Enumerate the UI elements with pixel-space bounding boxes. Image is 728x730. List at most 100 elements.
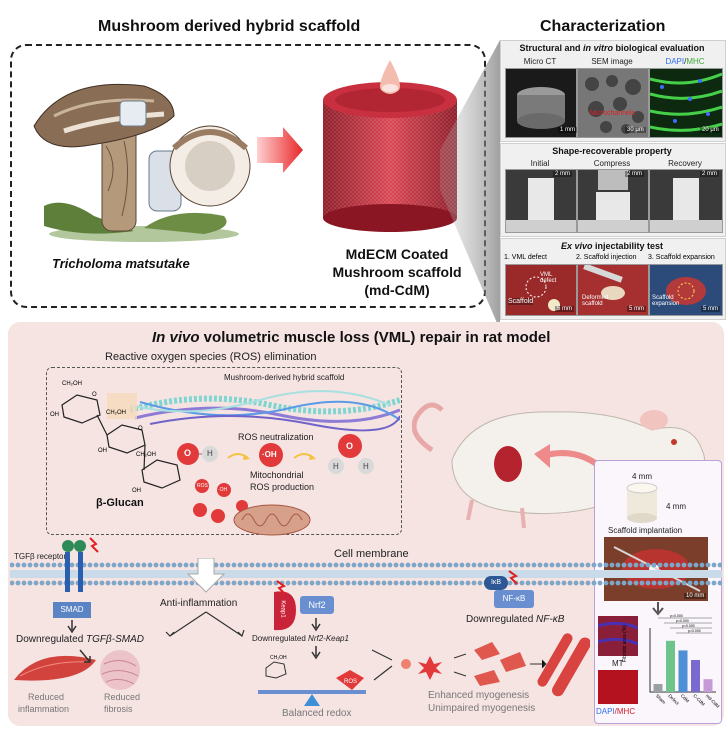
membrane-bead (489, 562, 495, 568)
chart-tick-label: Defect (667, 693, 680, 706)
membrane-bead (219, 580, 225, 586)
membrane-bead (87, 562, 93, 568)
membrane-bead (267, 562, 273, 568)
membrane-bead (327, 562, 333, 568)
membrane-bead (381, 580, 387, 586)
chart-pvalue: p=0.000 (676, 619, 689, 623)
membrane-bead (10, 580, 15, 586)
membrane-bead (399, 562, 405, 568)
membrane-bead (291, 562, 297, 568)
membrane-bead (711, 562, 717, 568)
membrane-bead (117, 580, 123, 586)
membrane-bead (651, 562, 657, 568)
membrane-bead (153, 562, 159, 568)
chart-pvalue: p=0.000 (688, 629, 701, 633)
membrane-bead (363, 562, 369, 568)
oh-molecule (177, 443, 218, 465)
membrane-bead (615, 580, 621, 586)
oh-radical-label: ·OH (262, 450, 277, 459)
membrane-bead (555, 562, 561, 568)
membrane-bead (225, 580, 231, 586)
label-scaffold-expansion: Scaffold expansion (652, 295, 680, 307)
membrane-bead (603, 580, 609, 586)
caption-recovery: Recovery (668, 159, 702, 168)
membrane-bead (27, 562, 33, 568)
membrane-bead (117, 562, 123, 568)
membrane-bead (699, 580, 705, 586)
membrane-bead (537, 580, 543, 586)
membrane-bead (639, 580, 645, 586)
membrane-bead (585, 580, 591, 586)
caption-vml-defect: 1. VML defect (504, 254, 547, 261)
membrane-bead (693, 580, 699, 586)
scale-dapi: 20 μm (700, 127, 721, 133)
membrane-bead (303, 580, 309, 586)
membrane-bead (183, 580, 189, 586)
membrane-bead (609, 562, 615, 568)
membrane-bead (309, 562, 315, 568)
membrane-bead (39, 562, 45, 568)
membrane-bead (447, 562, 453, 568)
membrane-bead (687, 580, 693, 586)
fibrosis-tissue (100, 650, 140, 690)
membrane-bead (621, 580, 627, 586)
membrane-bead (231, 562, 237, 568)
membrane-bead (45, 580, 51, 586)
membrane-bead (447, 580, 453, 586)
membrane-bead (369, 562, 375, 568)
image-compress (577, 169, 649, 233)
membrane-bead (663, 580, 669, 586)
beta-glucan-structure (61, 393, 181, 489)
membrane-bead (261, 562, 267, 568)
membrane-bead (615, 562, 621, 568)
membrane-bead (15, 580, 21, 586)
reduced-fibrosis-2: fibrosis (104, 704, 133, 714)
membrane-bead (519, 562, 525, 568)
chart-tick-label: CdM (680, 693, 690, 703)
membrane-bead (459, 562, 465, 568)
membrane-bead (357, 562, 363, 568)
membrane-bead (669, 580, 675, 586)
membrane-bead (597, 580, 603, 586)
enhanced-myogenesis: Enhanced myogenesis (428, 690, 530, 701)
mt-image (597, 616, 639, 656)
membrane-bead (27, 580, 33, 586)
membrane-bead (591, 580, 597, 586)
image-scaffold-expansion (649, 264, 723, 316)
oh-radical (259, 443, 283, 467)
keap1-label: Keap1 (279, 600, 286, 618)
membrane-bead (165, 580, 171, 586)
caption-dapi-mhc: DAPI/MHC (665, 57, 705, 66)
membrane-bead (249, 562, 255, 568)
membrane-bead (39, 580, 45, 586)
membrane-bead (393, 562, 399, 568)
keap1-lightning (276, 580, 287, 595)
chem-oh-2: OH (98, 448, 107, 454)
membrane-bead (459, 580, 465, 586)
chem-oh-1: OH (50, 412, 59, 418)
membrane-bead (435, 562, 441, 568)
membrane-bead (213, 562, 219, 568)
downreg-tgf-label: Downregulated TGFβ-SMAD (16, 634, 144, 645)
membrane-bead (21, 580, 27, 586)
membrane-bead (429, 580, 435, 586)
mitochondrion (233, 504, 311, 536)
membrane-bead (435, 580, 441, 586)
reduced-inflammation-2: inflammation (18, 704, 70, 714)
membrane-bead (573, 562, 579, 568)
membrane-bead (105, 580, 111, 586)
image-recovery (649, 169, 723, 233)
membrane-bead (141, 562, 147, 568)
membrane-bead (10, 562, 15, 568)
membrane-bead (255, 580, 261, 586)
arrow-nrf2-down (311, 618, 321, 632)
membrane-bead (123, 580, 129, 586)
membrane-bead (477, 562, 483, 568)
membrane-bead (129, 580, 135, 586)
chart-bar (691, 660, 700, 692)
scaffold-fibers (130, 390, 400, 432)
membrane-bead (339, 562, 345, 568)
yellow-arrow-2 (293, 453, 316, 460)
beta-glucan-label: β-Glucan (96, 497, 144, 509)
chem-o-mol1: O (184, 448, 192, 458)
